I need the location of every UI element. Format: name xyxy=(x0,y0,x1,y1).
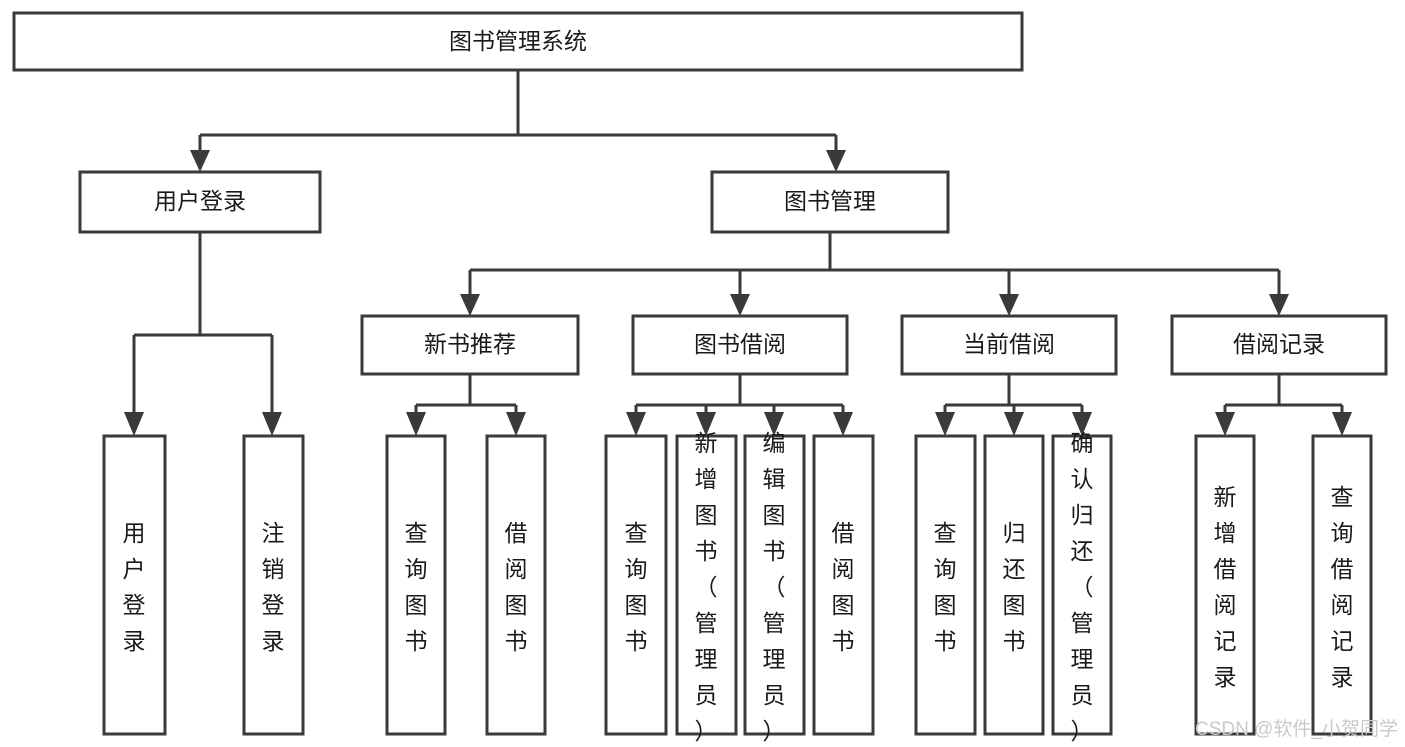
leaf-node[interactable]: 编辑图书（管理员） xyxy=(743,430,806,744)
node-borrow-record-label: 借阅记录 xyxy=(1233,331,1325,357)
edge-borrow-to-leaves xyxy=(626,374,853,436)
arrowhead-icon xyxy=(1269,294,1289,316)
leaf-confirm-return-admin-box[interactable] xyxy=(1051,434,1113,736)
arrowhead-icon xyxy=(935,412,955,436)
leaf-node[interactable]: 借阅图书 xyxy=(812,434,875,736)
node-root-label: 图书管理系统 xyxy=(449,28,587,54)
arrowhead-icon xyxy=(262,412,282,436)
arrowhead-icon xyxy=(730,294,750,316)
leaf-add-book-admin-box[interactable] xyxy=(675,434,738,736)
leaf-node[interactable]: 新增图书（管理员） xyxy=(675,430,738,744)
arrowhead-icon xyxy=(460,294,480,316)
leaf-node[interactable]: 新增借阅记录 xyxy=(1194,434,1256,736)
node-book-management-box[interactable] xyxy=(710,170,950,234)
node-book-management[interactable]: 图书管理 xyxy=(710,170,950,234)
leaf-logout-label: 注销登录 xyxy=(262,520,285,654)
arrowhead-icon xyxy=(1004,412,1024,436)
node-root-box[interactable] xyxy=(12,11,1024,72)
node-user-login-box[interactable] xyxy=(78,170,322,234)
arrowhead-icon xyxy=(190,150,210,172)
leaf-user-login-label: 用户登录 xyxy=(123,520,146,654)
node-current-borrow[interactable]: 当前借阅 xyxy=(900,314,1118,376)
leaf-logout-box[interactable] xyxy=(242,434,305,736)
leaf-query-borrow-record-box[interactable] xyxy=(1311,434,1373,736)
leaf-borrow-book-box[interactable] xyxy=(812,434,875,736)
arrowhead-icon xyxy=(696,412,716,436)
node-book-borrow-box[interactable] xyxy=(631,314,849,376)
node-root[interactable]: 图书管理系统 xyxy=(12,11,1024,72)
node-new-book-recommend-box[interactable] xyxy=(360,314,580,376)
arrowhead-icon xyxy=(626,412,646,436)
edge-root-to-level2 xyxy=(190,70,846,172)
connector-layer xyxy=(124,70,1352,436)
node-book-borrow-label: 图书借阅 xyxy=(694,331,786,357)
leaf-node[interactable]: 查询图书 xyxy=(914,434,977,736)
leaf-add-borrow-record-box[interactable] xyxy=(1194,434,1256,736)
leaf-node[interactable]: 查询图书 xyxy=(604,434,668,736)
node-new-book-recommend[interactable]: 新书推荐 xyxy=(360,314,580,376)
arrowhead-icon xyxy=(999,294,1019,316)
arrowhead-icon xyxy=(833,412,853,436)
leaf-node[interactable]: 查询借阅记录 xyxy=(1311,434,1373,736)
leaf-query-book-current-label: 查询图书 xyxy=(934,520,957,654)
leaf-add-book-admin-label: 新增图书（管理员） xyxy=(695,430,718,744)
leaf-edit-book-admin-label: 编辑图书（管理员） xyxy=(763,430,786,744)
node-book-borrow[interactable]: 图书借阅 xyxy=(631,314,849,376)
leaf-node[interactable]: 借阅图书 xyxy=(485,434,547,736)
arrowhead-icon xyxy=(764,412,784,436)
edge-userlogin-to-leaves xyxy=(124,232,282,436)
leaf-node[interactable]: 确认归还（管理员） xyxy=(1051,430,1113,744)
leaf-user-login-box[interactable] xyxy=(102,434,167,736)
leaf-node[interactable]: 归还图书 xyxy=(983,434,1045,736)
edge-current-to-leaves xyxy=(935,374,1092,436)
leaf-borrow-book-recommend-box[interactable] xyxy=(485,434,547,736)
leaf-node[interactable]: 注销登录 xyxy=(242,434,305,736)
leaf-node[interactable]: 用户登录 xyxy=(102,434,167,736)
node-new-book-recommend-label: 新书推荐 xyxy=(424,331,516,357)
edge-record-to-leaves xyxy=(1215,374,1352,436)
leaf-borrow-book-label: 借阅图书 xyxy=(832,520,855,654)
leaf-return-book-box[interactable] xyxy=(983,434,1045,736)
leaf-edit-book-admin-box[interactable] xyxy=(743,434,806,736)
arrowhead-icon xyxy=(124,412,144,436)
leaf-query-book-borrow-label: 查询图书 xyxy=(625,520,648,654)
arrowhead-icon xyxy=(1332,412,1352,436)
leaf-node[interactable]: 查询图书 xyxy=(385,434,447,736)
node-current-borrow-label: 当前借阅 xyxy=(963,331,1055,357)
leaf-query-book-current-box[interactable] xyxy=(914,434,977,736)
leaf-borrow-book-recommend-label: 借阅图书 xyxy=(505,520,528,654)
leaf-query-borrow-record-label: 查询借阅记录 xyxy=(1331,484,1354,690)
leaf-query-book-recommend-box[interactable] xyxy=(385,434,447,736)
node-borrow-record[interactable]: 借阅记录 xyxy=(1170,314,1388,376)
edge-newbook-to-leaves xyxy=(406,374,526,436)
arrowhead-icon xyxy=(1215,412,1235,436)
leaf-query-book-recommend-label: 查询图书 xyxy=(405,520,428,654)
arrowhead-icon xyxy=(506,412,526,436)
leaf-add-borrow-record-label: 新增借阅记录 xyxy=(1214,484,1237,690)
node-book-management-label: 图书管理 xyxy=(784,188,876,214)
arrowhead-icon xyxy=(406,412,426,436)
arrowhead-icon xyxy=(1072,412,1092,436)
node-current-borrow-box[interactable] xyxy=(900,314,1118,376)
node-user-login-label: 用户登录 xyxy=(154,188,246,214)
leaf-confirm-return-admin-label: 确认归还（管理员） xyxy=(1071,430,1094,744)
node-user-login[interactable]: 用户登录 xyxy=(78,170,322,234)
node-borrow-record-box[interactable] xyxy=(1170,314,1388,376)
leaf-return-book-label: 归还图书 xyxy=(1003,520,1026,654)
csdn-watermark: CSDN @软件_小贺同学 xyxy=(1195,718,1398,740)
arrowhead-icon xyxy=(826,150,846,172)
edge-bookmgmt-to-level3 xyxy=(460,232,1289,316)
leaf-query-book-borrow-box[interactable] xyxy=(604,434,668,736)
